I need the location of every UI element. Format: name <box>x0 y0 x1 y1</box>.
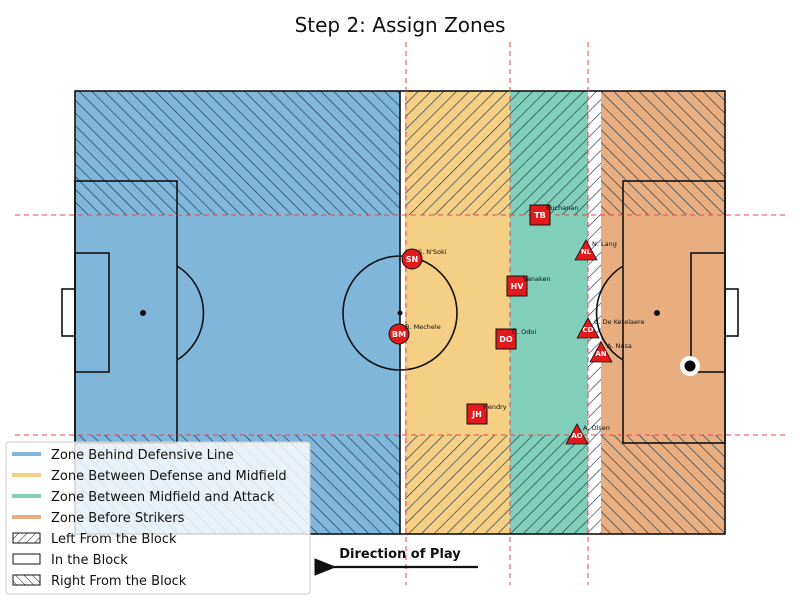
legend-item-3: Zone Before Strikers <box>12 511 185 526</box>
legend-swatch-box <box>12 553 41 565</box>
hatch-top-before <box>601 91 725 215</box>
hatch-bottom-gap <box>588 435 601 534</box>
hatch-bottom-before <box>601 435 725 534</box>
player-initials: AN <box>595 350 606 358</box>
player-bm[interactable]: BMB. Mechele <box>388 323 441 345</box>
legend-item-1: Zone Between Defense and Midfield <box>12 469 287 484</box>
left-goal <box>61 288 76 337</box>
legend-label: Right From the Block <box>51 574 187 589</box>
player-initials: JH <box>471 410 482 419</box>
player-initials: AO <box>571 432 582 440</box>
player-name: Buchanan <box>546 204 578 212</box>
center-circle <box>342 255 458 371</box>
legend-label: Left From the Block <box>51 532 177 547</box>
legend-label: Zone Between Defense and Midfield <box>51 469 287 484</box>
chart-title: Step 2: Assign Zones <box>295 13 506 37</box>
player-initials: TB <box>534 211 546 220</box>
legend-swatch-box <box>12 532 41 544</box>
hatch-mid-gap <box>588 215 601 435</box>
player-triangle-icon <box>574 239 598 261</box>
player-cd[interactable]: CDC. De Ketelaere <box>576 317 645 339</box>
center-spot <box>397 310 403 316</box>
player-initials: CD <box>583 326 594 334</box>
player-initials: NL <box>581 248 592 256</box>
player-name: C. De Ketelaere <box>594 318 645 326</box>
legend-label: Zone Between Midfield and Attack <box>51 490 275 505</box>
legend-item-2: Zone Between Midfield and Attack <box>12 490 275 505</box>
hatch-bottom-defmid <box>405 435 510 534</box>
player-name: A. Olsen <box>583 424 610 432</box>
player-circle-icon <box>401 248 423 270</box>
player-square-icon <box>506 275 528 297</box>
right-goal <box>724 288 739 337</box>
right-penalty-spot <box>654 310 660 316</box>
player-name: N. Lang <box>592 240 617 248</box>
right-penalty-arc <box>595 265 624 361</box>
player-circle-icon <box>388 323 410 345</box>
hatch-top-defmid <box>405 91 510 215</box>
player-square-icon <box>529 204 551 226</box>
zone-boundary-lines <box>15 42 785 585</box>
legend-frame <box>5 441 311 595</box>
player-initials: SN <box>406 255 418 264</box>
ball <box>680 356 700 376</box>
legend-label: In the Block <box>51 553 128 568</box>
direction-label: Direction of Play <box>339 547 461 562</box>
player-name: Vanaken <box>523 275 551 283</box>
left-penalty-arc <box>176 265 205 361</box>
legend-item-0: Zone Behind Defensive Line <box>12 448 234 463</box>
player-name: A. Nusa <box>607 342 632 350</box>
hatch-top-behind <box>75 91 400 215</box>
player-initials: HV <box>511 282 525 291</box>
player-initials: BM <box>392 330 406 339</box>
player-initials: DO <box>499 335 513 344</box>
player-square-icon <box>495 328 517 350</box>
ball-icon <box>684 360 696 372</box>
player-ao[interactable]: AOA. Olsen <box>565 423 610 445</box>
player-nl[interactable]: NLN. Lang <box>574 239 617 261</box>
player-name: D. Odoi <box>512 328 536 336</box>
player-an[interactable]: ANA. Nusa <box>589 341 632 363</box>
player-name: B. Mechele <box>405 323 441 331</box>
hatch-top-gap <box>588 91 601 215</box>
legend-item-6: Right From the Block <box>12 574 187 589</box>
player-triangle-icon <box>576 317 600 339</box>
legend-swatch-box <box>12 574 41 586</box>
hatch-bottom-midatt <box>510 435 588 534</box>
player-do[interactable]: DOD. Odoi <box>495 328 536 350</box>
player-square-icon <box>466 403 488 425</box>
player-name: S. N'Soki <box>418 248 447 256</box>
legend-item-5: In the Block <box>12 553 128 568</box>
left-penalty-spot <box>140 310 146 316</box>
legend-label: Zone Behind Defensive Line <box>51 448 234 463</box>
legend-item-4: Left From the Block <box>12 532 177 547</box>
player-triangle-icon <box>589 341 613 363</box>
player-sn[interactable]: SNS. N'Soki <box>401 248 447 270</box>
legend-label: Zone Before Strikers <box>51 511 185 526</box>
player-triangle-icon <box>565 423 589 445</box>
player-name: Hendry <box>483 403 507 411</box>
hatch-top-midatt <box>510 91 588 215</box>
